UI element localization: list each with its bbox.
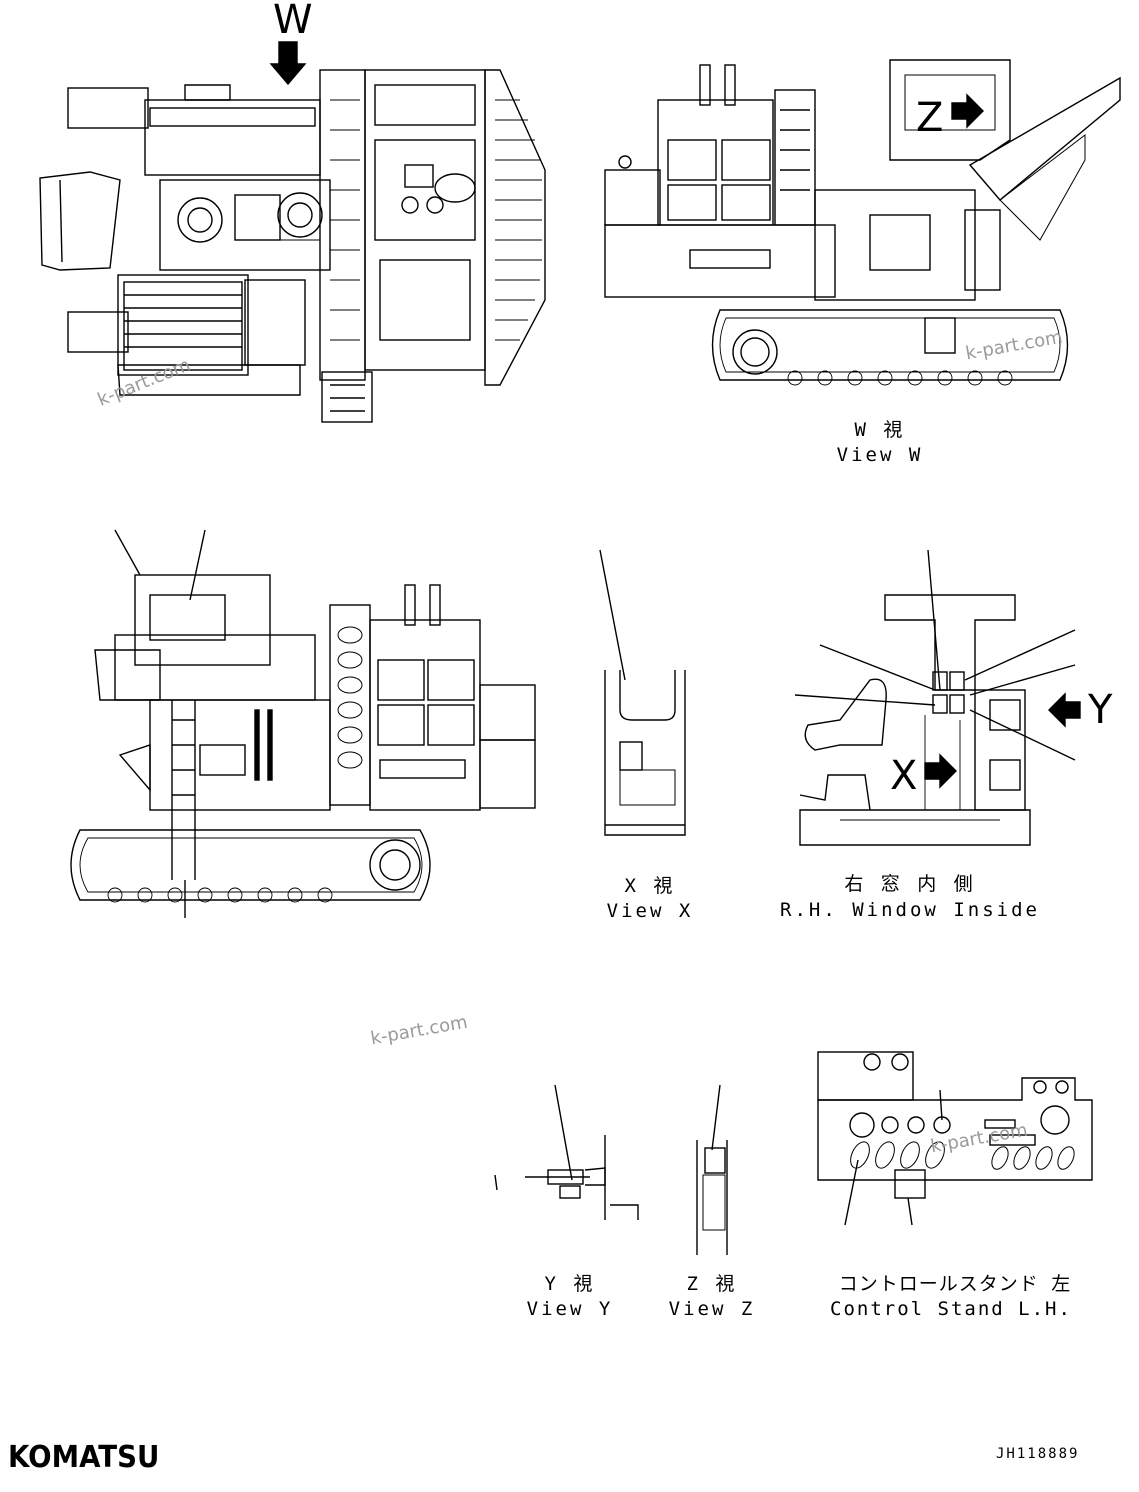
view-y-drawing	[494, 1084, 639, 1220]
arrow-w-icon	[269, 41, 307, 86]
rh-window-caption-en: R.H. Window Inside	[780, 899, 1040, 921]
callout-x-label: X	[890, 753, 918, 799]
control-stand-drawing	[817, 1051, 1093, 1226]
view-y-caption-en: View Y	[526, 1298, 614, 1320]
rh-window-inside-drawing	[794, 549, 1076, 846]
rh-window-caption-jp: 右 窓 内 側	[844, 873, 976, 895]
view-z-caption-en: View Z	[668, 1298, 756, 1320]
top-view-drawing	[39, 69, 546, 423]
arrow-x-icon	[924, 753, 957, 789]
view-x-drawing	[599, 549, 686, 836]
view-y-caption-jp: Y 視	[544, 1273, 596, 1295]
callout-z-label: Z	[916, 95, 944, 141]
arrow-z-icon	[951, 93, 984, 129]
control-stand-caption-jp: コントロールスタンド 左	[838, 1273, 1072, 1295]
control-stand-caption-en: Control Stand L.H.	[830, 1298, 1072, 1320]
view-z-drawing	[696, 1084, 728, 1255]
drawing-code: JH118889	[996, 1446, 1080, 1462]
view-x-caption-en: View X	[606, 900, 694, 922]
view-w-caption-en: View W	[836, 444, 924, 466]
arrow-y-icon	[1048, 692, 1081, 728]
brand-logo: KOMATSU	[8, 1440, 160, 1475]
view-z-caption-jp: Z 視	[686, 1273, 738, 1295]
view-w-caption-jp: W 視	[854, 419, 906, 441]
side-view-drawing	[70, 529, 536, 918]
callout-w-label: W	[273, 0, 313, 43]
view-w-drawing	[604, 59, 1121, 386]
view-x-caption-jp: X 視	[624, 875, 676, 897]
callout-y-label: Y	[1088, 687, 1113, 733]
